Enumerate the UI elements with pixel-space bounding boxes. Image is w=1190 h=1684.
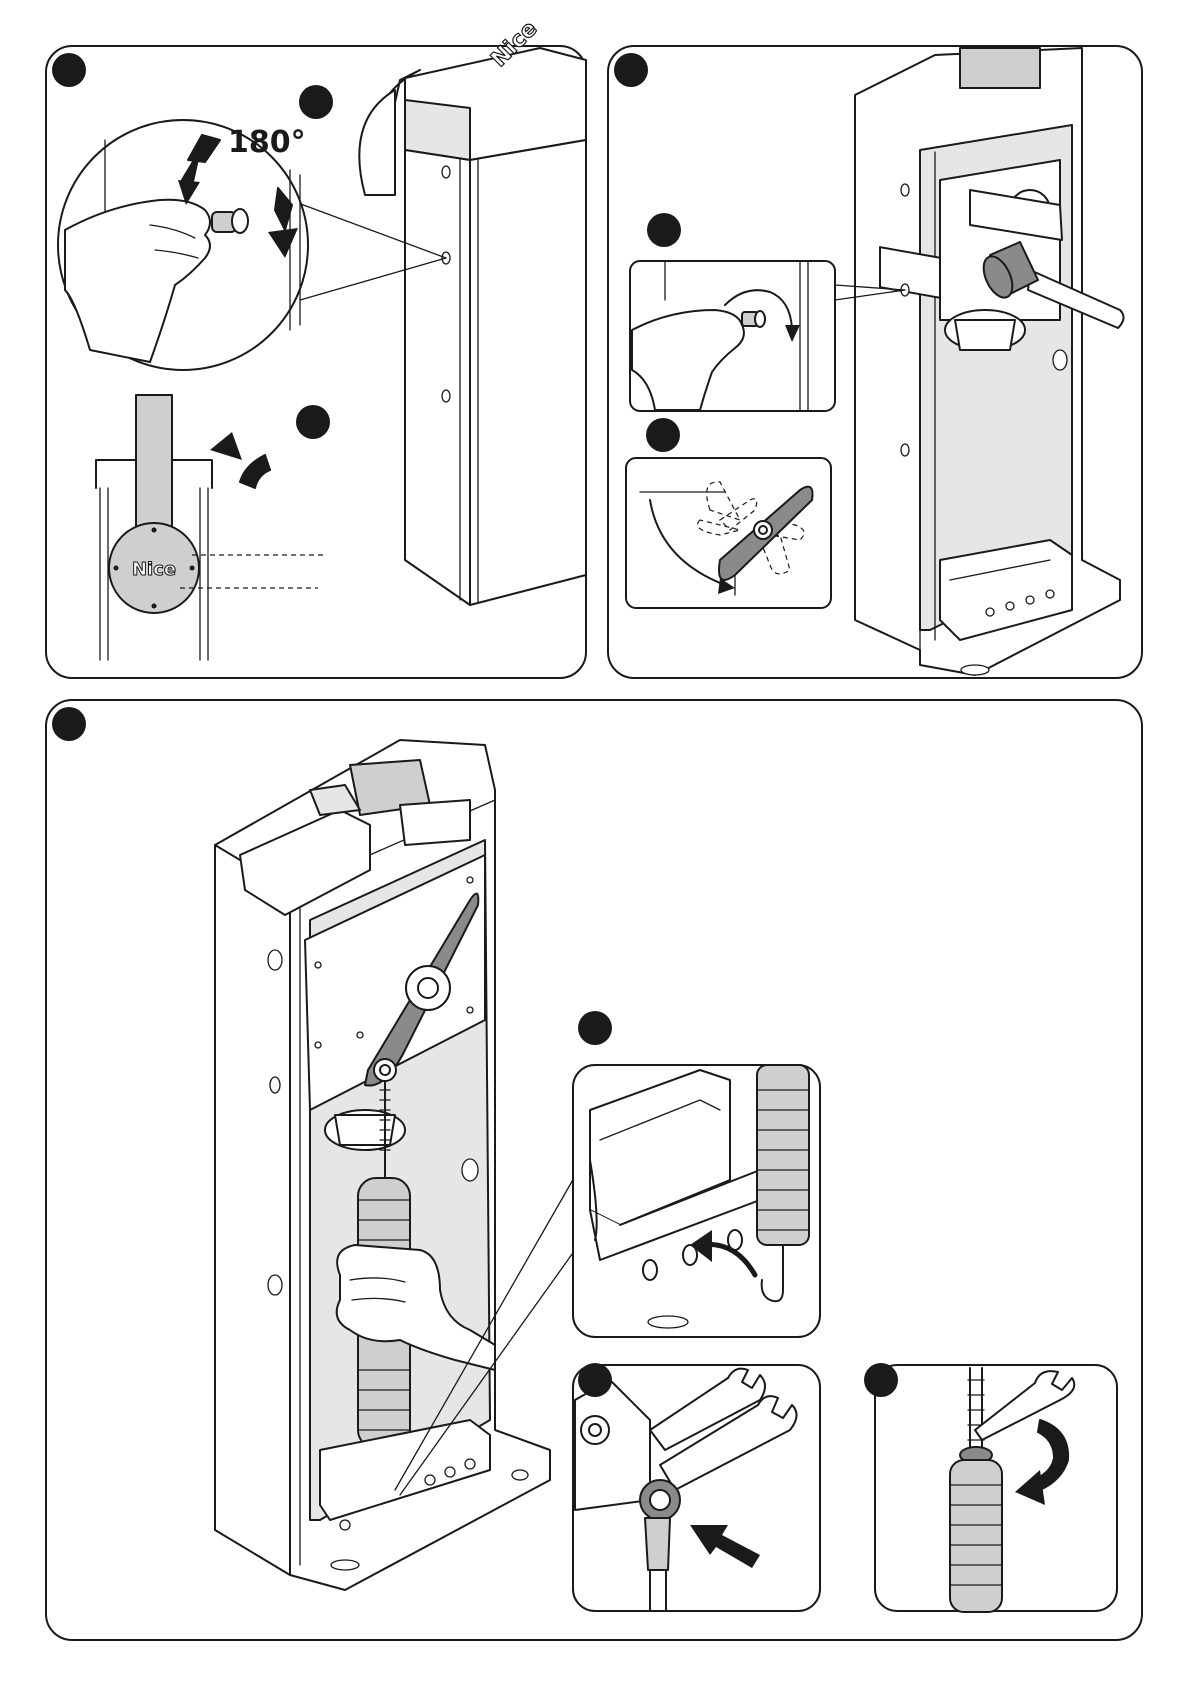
heatsink (960, 48, 1040, 88)
inset-spring-hook (573, 1065, 820, 1337)
inset-adjust-spring-nut (875, 1365, 1117, 1612)
sub-marker-1a (299, 85, 333, 119)
sub-marker-3b (578, 1363, 612, 1397)
sub-marker-1b (296, 405, 330, 439)
barrier-boom (136, 395, 172, 540)
inset-tighten-lever-nut (573, 1365, 820, 1611)
spring-icon (950, 1460, 1002, 1612)
step-marker-2 (614, 53, 648, 87)
panel-3 (46, 700, 1142, 1640)
panel-2 (608, 46, 1142, 678)
sub-marker-3c (864, 1363, 898, 1397)
sub-marker-3a (578, 1011, 612, 1045)
step-marker-1 (52, 53, 86, 87)
brand-logo: Nice (132, 559, 176, 580)
sub-marker-2b (646, 418, 680, 452)
inset-lever-positions (626, 458, 831, 608)
panel-1: Nice 180° (46, 16, 586, 678)
rotation-angle-label: 180° (228, 125, 306, 160)
step-marker-3 (52, 707, 86, 741)
sub-marker-2a (647, 213, 681, 247)
